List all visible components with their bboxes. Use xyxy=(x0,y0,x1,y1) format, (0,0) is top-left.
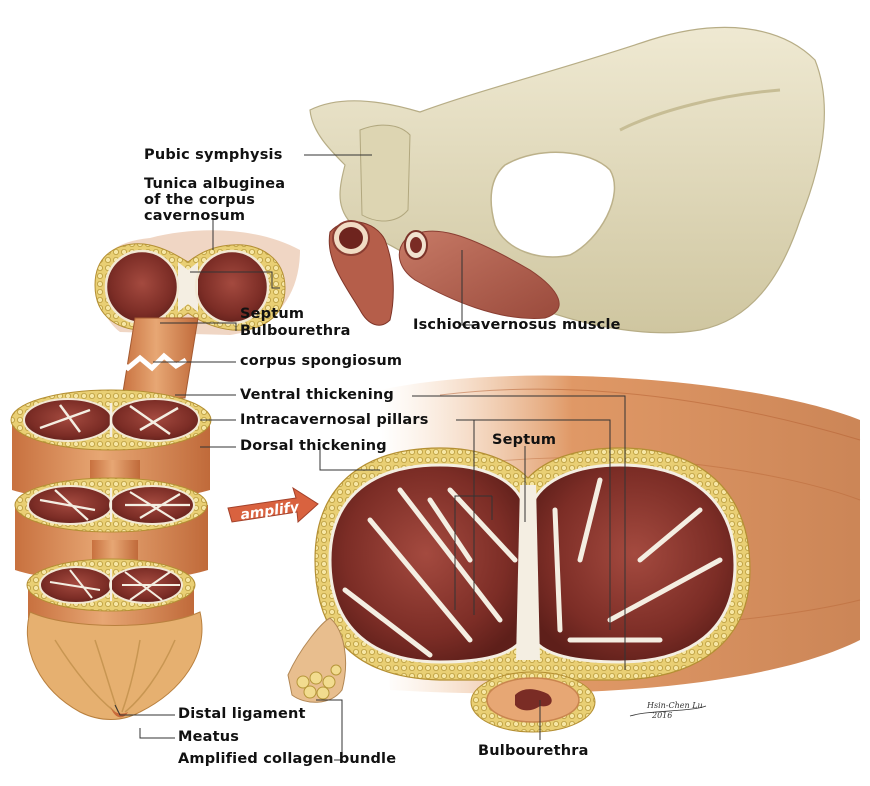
shaft-segments xyxy=(10,389,212,720)
corpus-spongiosum xyxy=(116,317,199,399)
label-bulbourethra-bottom: Bulbourethra xyxy=(478,743,589,759)
amplify-label: amplify xyxy=(239,499,300,523)
artist-signature: Hsin-Chen Lu 2016 xyxy=(629,701,707,720)
label-intracavernosal-pillars: Intracavernosal pillars xyxy=(240,412,429,428)
signature-year: 2016 xyxy=(651,711,672,720)
label-distal-ligament: Distal ligament xyxy=(178,706,306,722)
label-tunica-line1: Tunica albuginea xyxy=(144,176,286,192)
label-pubic-symphysis: Pubic symphysis xyxy=(144,147,283,163)
label-septum-right: Septum xyxy=(492,432,557,448)
label-ventral-thickening: Ventral thickening xyxy=(240,387,394,403)
label-tunica-line2: of the corpus xyxy=(144,192,256,208)
amplified-collagen-bundle xyxy=(287,617,347,703)
top-cross-section xyxy=(94,230,300,335)
label-dorsal-thickening: Dorsal thickening xyxy=(240,438,387,454)
label-septum-left: Septum xyxy=(240,306,305,322)
leader-lines xyxy=(114,154,626,761)
amplify-arrow: amplify xyxy=(227,486,319,523)
label-tunica-line3: cavernosum xyxy=(144,208,246,224)
label-amplified-collagen-bundle: Amplified collagen bundle xyxy=(178,751,397,767)
magnified-cross-section xyxy=(314,375,861,733)
label-bulbourethra-left: Bulbourethra xyxy=(240,323,351,339)
ischiocavernosus-muscle xyxy=(328,220,560,326)
label-corpus-spongiosum: corpus spongiosum xyxy=(240,353,403,369)
label-meatus: Meatus xyxy=(178,729,240,745)
label-ischiocavernosus: Ischiocavernosus muscle xyxy=(413,317,621,333)
signature-name: Hsin-Chen Lu xyxy=(646,701,703,710)
